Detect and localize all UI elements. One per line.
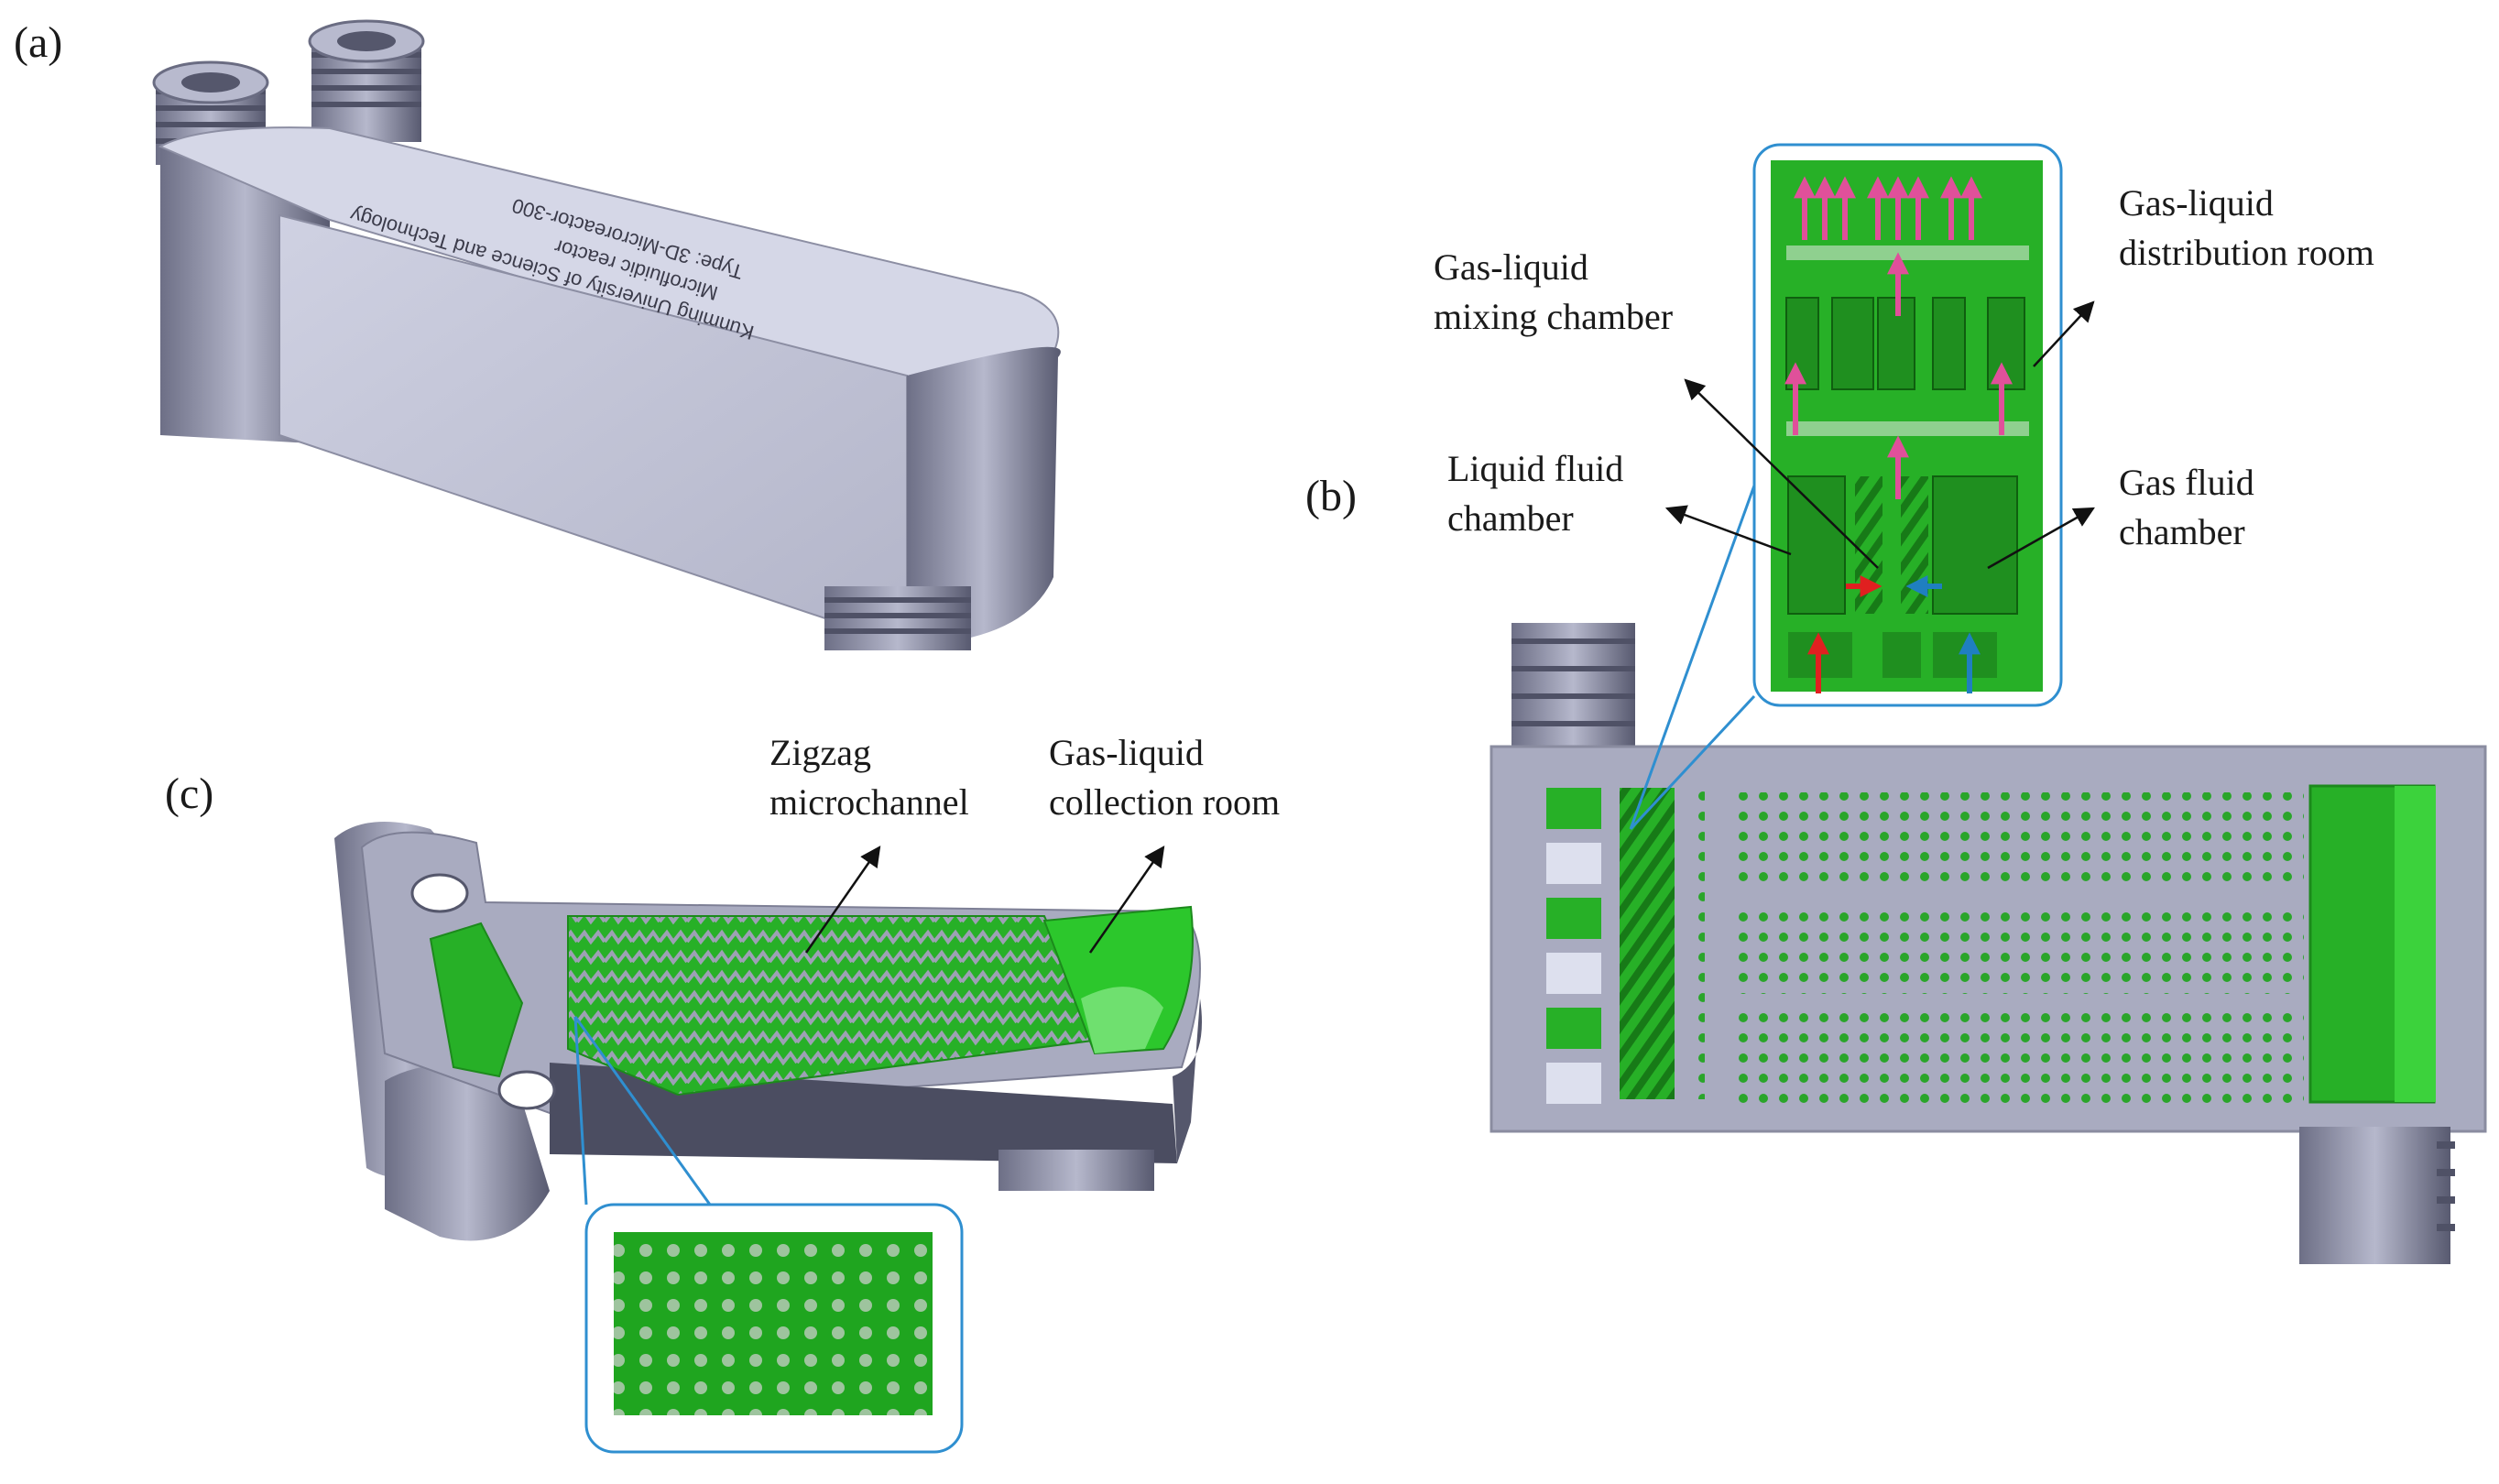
channel-band-3	[1736, 1012, 2304, 1104]
leader-distribution-room	[2033, 300, 2095, 367]
top-fitting-right	[308, 19, 425, 142]
callout-inset-holes	[573, 1016, 964, 1454]
label-liquid-chamber-line-1: Liquid fluid	[1447, 448, 1624, 489]
label-collection-room-line-2: collection room	[1049, 781, 1281, 823]
channel-band-1	[1736, 792, 2304, 884]
label-mixing-chamber-line-2: mixing chamber	[1434, 296, 1674, 337]
label-liquid-chamber: Liquid fluid chamber	[1447, 444, 1623, 543]
label-zigzag-line-2: microchannel	[769, 781, 969, 823]
reactor-3d-view: Kunming University of Science and Techno…	[152, 19, 1061, 650]
reactor-cutaway-view	[334, 822, 1202, 1454]
label-zigzag-microchannel: Zigzag microchannel	[769, 728, 969, 827]
panel-label-c: (c)	[165, 769, 214, 818]
leader-zigzag	[804, 846, 881, 954]
bottom-fitting	[824, 586, 971, 650]
label-mixing-chamber: Gas-liquid mixing chamber	[1434, 243, 1673, 342]
label-gas-chamber-line-1: Gas fluid	[2119, 462, 2254, 503]
leader-collection-room	[1088, 846, 1165, 954]
reactor-section-view	[1490, 143, 2487, 1264]
panel-label-b: (b)	[1305, 472, 1357, 520]
callout-inset	[1629, 143, 2063, 831]
panel-label-a: (a)	[14, 18, 63, 67]
leader-liquid-chamber	[1664, 505, 1792, 556]
label-distribution-room: Gas-liquid distribution room	[2119, 179, 2374, 278]
channel-band-2	[1736, 902, 2304, 994]
leader-gas-chamber	[1987, 507, 2095, 570]
inlet-groups	[1546, 788, 1705, 1104]
label-distribution-room-line-1: Gas-liquid	[2119, 182, 2274, 224]
label-gas-chamber-line-2: chamber	[2119, 511, 2245, 552]
leader-mixing-chamber	[1684, 378, 1879, 569]
label-collection-room: Gas-liquid collection room	[1049, 728, 1280, 827]
label-mixing-chamber-line-1: Gas-liquid	[1434, 246, 1588, 288]
label-collection-room-line-1: Gas-liquid	[1049, 732, 1204, 773]
label-zigzag-line-1: Zigzag	[769, 732, 872, 773]
label-liquid-chamber-line-2: chamber	[1447, 497, 1574, 539]
label-gas-chamber: Gas fluid chamber	[2119, 458, 2254, 557]
label-distribution-room-line-2: distribution room	[2119, 232, 2374, 273]
